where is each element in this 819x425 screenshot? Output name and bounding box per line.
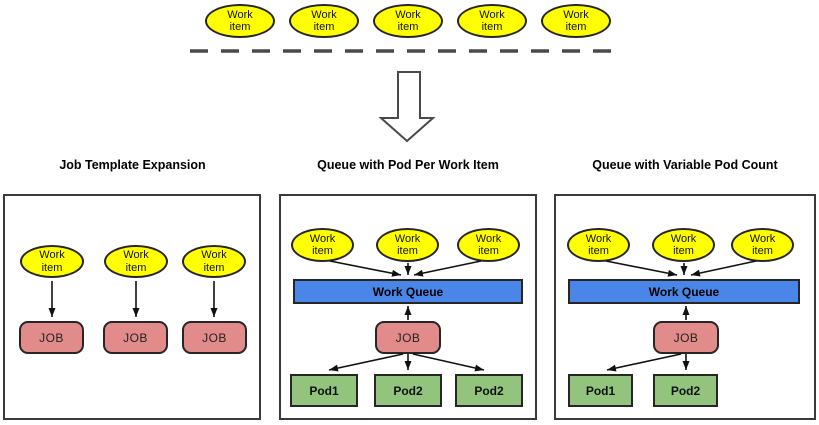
work-item-ellipse: Work item <box>457 228 520 262</box>
job-box: JOB <box>19 321 84 354</box>
panel-title: Job Template Expansion <box>59 158 206 172</box>
panel-title: Queue with Pod Per Work Item <box>317 158 499 172</box>
work-item-ellipse: Work item <box>567 228 630 262</box>
pod-box: Pod2 <box>374 374 442 407</box>
pod-box: Pod2 <box>455 374 523 407</box>
work-item-ellipse: Work item <box>20 245 84 278</box>
job-box: JOB <box>103 321 168 354</box>
work-item-ellipse: Work item <box>289 4 359 38</box>
work-queue-bar: Work Queue <box>293 279 523 304</box>
pod-box: Pod1 <box>568 374 633 407</box>
work-item-ellipse: Work item <box>541 4 611 38</box>
work-item-ellipse: Work item <box>376 228 439 262</box>
job-box: JOB <box>653 321 719 354</box>
panel-job-template-expansion <box>3 194 261 420</box>
work-item-ellipse: Work item <box>652 228 715 262</box>
work-item-ellipse: Work item <box>373 4 443 38</box>
work-queue-bar: Work Queue <box>568 279 800 304</box>
work-item-ellipse: Work item <box>182 245 246 278</box>
pod-box: Pod2 <box>653 374 718 407</box>
job-box: JOB <box>182 321 247 354</box>
work-item-ellipse: Work item <box>291 228 354 262</box>
pod-box: Pod1 <box>290 374 358 407</box>
job-box: JOB <box>375 321 441 354</box>
work-item-ellipse: Work item <box>205 4 275 38</box>
panel-title: Queue with Variable Pod Count <box>592 158 778 172</box>
work-item-ellipse: Work item <box>104 245 168 278</box>
work-item-ellipse: Work item <box>457 4 527 38</box>
big-down-arrow-icon <box>378 71 436 143</box>
work-item-ellipse: Work item <box>731 228 794 262</box>
